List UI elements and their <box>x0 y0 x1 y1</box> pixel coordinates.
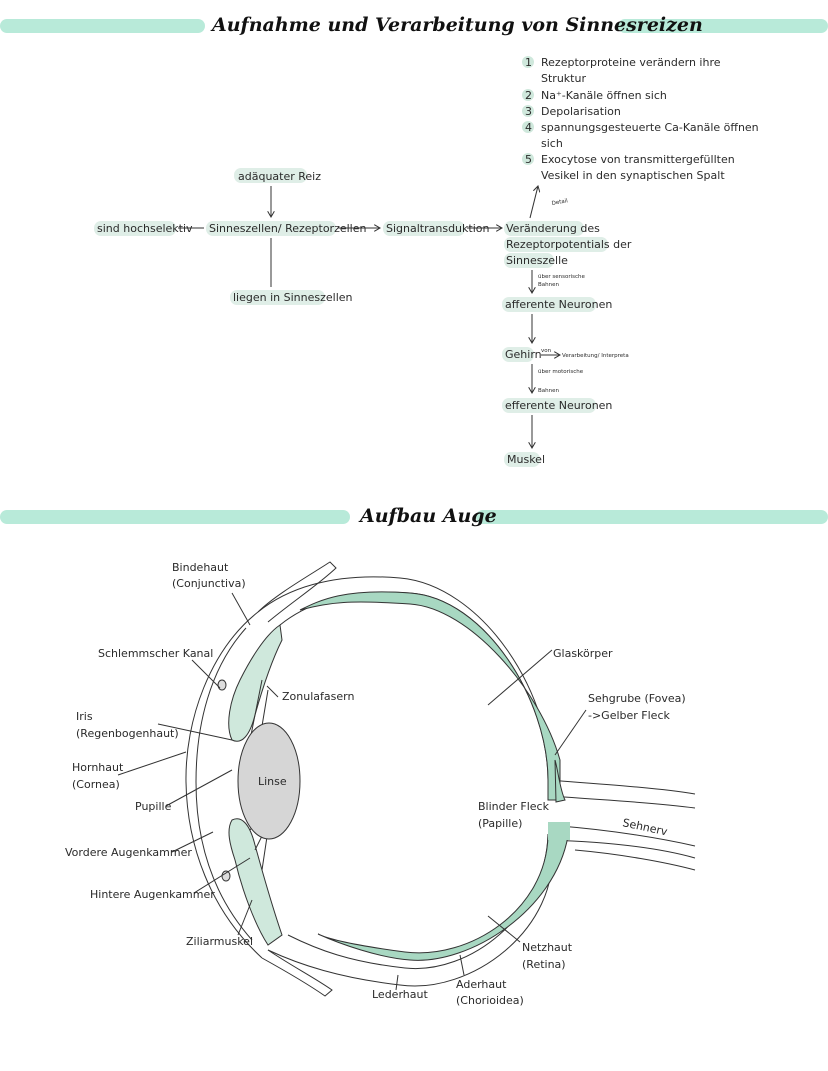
step-1-number: 1 <box>525 56 532 69</box>
label-iris-1: Iris <box>76 710 93 723</box>
step-4-line-2: sich <box>541 137 563 150</box>
eye-diagram <box>117 561 696 997</box>
label-ziliar: Ziliarmuskel <box>186 935 253 948</box>
label-hornhaut-2: (Cornea) <box>72 778 120 791</box>
section-title-sinnesreize: Aufnahme und Verarbeitung von Sinnesreiz… <box>212 14 703 36</box>
label-hornhaut-1: Hornhaut <box>72 761 124 774</box>
node-efferent: efferente Neuronen <box>505 399 612 412</box>
step-2-number: 2 <box>525 89 532 102</box>
label-aderhaut-1: Aderhaut <box>456 978 507 991</box>
label-lederhaut: Lederhaut <box>372 988 428 1001</box>
label-vordere: Vordere Augenkammer <box>65 846 192 859</box>
label-zonula: Zonulafasern <box>282 690 354 703</box>
label-netzhaut-1: Netzhaut <box>522 941 573 954</box>
node-gehirn: Gehirn <box>505 348 542 361</box>
label-glaskoerper: Glaskörper <box>553 647 613 660</box>
label-netzhaut-2: (Retina) <box>522 958 566 971</box>
label-linse: Linse <box>258 775 287 788</box>
step-3-line-1: Depolarisation <box>541 105 621 118</box>
label-hintere: Hintere Augenkammer <box>90 888 215 901</box>
title-bar-right-2 <box>476 510 828 524</box>
title-bar-left-1 <box>0 19 205 33</box>
eye-labels: Bindehaut (Conjunctiva) Schlemmscher Kan… <box>65 561 686 1007</box>
node-veraenderung-3: Sinneszelle <box>506 254 568 267</box>
step-list: 1 Rezeptorproteine verändern ihre Strukt… <box>522 56 759 182</box>
label-sehnerv: Sehnerv <box>621 816 669 838</box>
step-4-line-1: spannungsgesteuerte Ca-Kanäle öffnen <box>541 121 759 134</box>
label-schlemm: Schlemmscher Kanal <box>98 647 213 660</box>
label-bindehaut-2: (Conjunctiva) <box>172 577 246 590</box>
detail-label: Detail <box>551 198 568 207</box>
node-reiz: adäquater Reiz <box>238 170 321 183</box>
step-1-line-1: Rezeptorproteine verändern ihre <box>541 56 721 69</box>
label-sehgrube-1: Sehgrube (Fovea) <box>588 692 686 705</box>
node-signal: Signaltransduktion <box>386 222 489 235</box>
step-1-line-2: Struktur <box>541 72 586 85</box>
step-5-line-1: Exocytose von transmittergefüllten <box>541 153 735 166</box>
edge-sensorische-1: über sensorische <box>538 274 586 280</box>
title-bar-left-2 <box>0 510 350 524</box>
step-2-line-1: Na⁺-Kanäle öffnen sich <box>541 89 667 102</box>
step-3-number: 3 <box>525 105 532 118</box>
step-4-number: 4 <box>525 121 532 134</box>
step-5-number: 5 <box>525 153 532 166</box>
node-hochselektiv: sind hochselektiv <box>97 222 193 235</box>
node-liegen: liegen in Sinneszellen <box>233 291 353 304</box>
title-bar-right-1 <box>618 19 828 33</box>
lens-shape <box>237 722 301 840</box>
label-sehgrube-2: ->Gelber Fleck <box>588 709 671 722</box>
step-5-line-2: Vesikel in den synaptischen Spalt <box>541 169 725 182</box>
label-blinder-2: (Papille) <box>478 817 522 830</box>
edge-von: von <box>541 348 552 354</box>
label-bindehaut-1: Bindehaut <box>172 561 229 574</box>
label-iris-2: (Regenbogenhaut) <box>76 727 179 740</box>
edge-verarbeitung: Verarbeitung/ Interpreta <box>562 353 629 359</box>
edge-motorische-2: Bahnen <box>538 388 559 394</box>
node-veraenderung-1: Veränderung des <box>506 222 600 235</box>
node-sinneszellen: Sinneszellen/ Rezeptorzellen <box>209 222 367 235</box>
edge-sensorische-2: Bahnen <box>538 282 559 288</box>
node-muskel: Muskel <box>507 453 545 466</box>
node-afferent: afferente Neuronen <box>505 298 612 311</box>
label-pupille: Pupille <box>135 800 172 813</box>
edge-motorische-1: über motorische <box>538 369 584 375</box>
label-blinder-1: Blinder Fleck <box>478 800 550 813</box>
node-veraenderung-2: Rezeptorpotentials der <box>506 238 632 251</box>
flowchart: adäquater Reiz sind hochselektiv Sinnesz… <box>94 56 759 467</box>
label-aderhaut-2: (Chorioidea) <box>456 994 524 1007</box>
section-title-auge: Aufbau Auge <box>360 505 497 527</box>
